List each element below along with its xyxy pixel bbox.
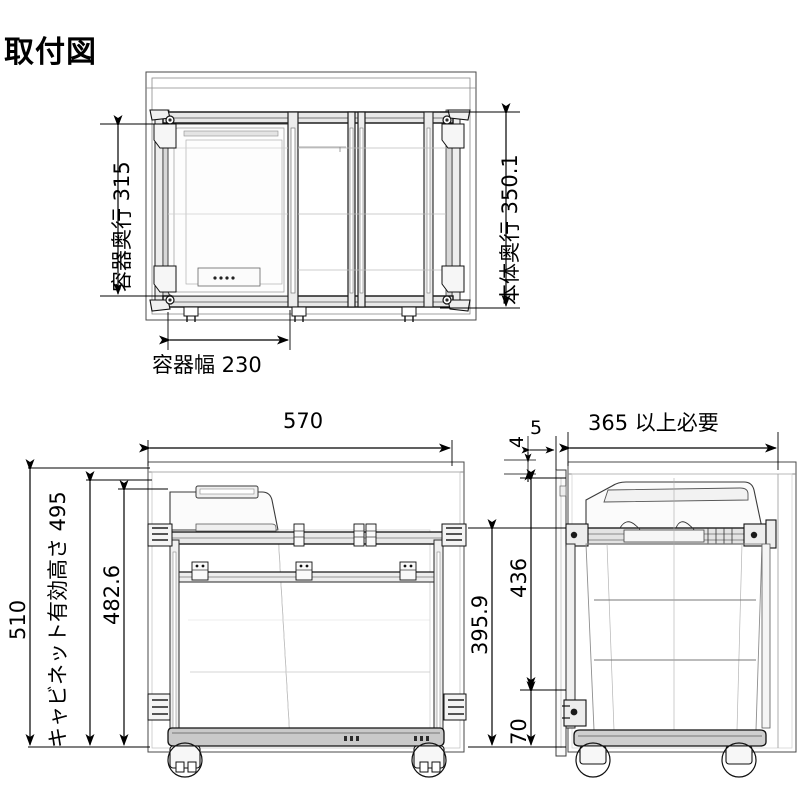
dim-unit-height-label: 482.6 xyxy=(100,564,124,625)
dim-container-width-label: 容器幅 230 xyxy=(152,353,262,377)
top-view-dimension-lines xyxy=(100,103,520,350)
dim-gap-4-label: 4 xyxy=(506,435,528,448)
dim-height-436-label: 436 xyxy=(507,557,531,598)
dim-cabinet-effective-height-label: キャビネット有効高さ 495 xyxy=(46,491,70,748)
dim-gap-5-label: 5 xyxy=(530,417,543,439)
page-title: 取付図 xyxy=(4,35,97,70)
dim-container-depth-label: 容器奥行 315 xyxy=(110,161,134,292)
front-view-dimension-lines xyxy=(25,440,453,748)
side-view-group xyxy=(555,461,797,778)
top-view-group xyxy=(145,71,477,322)
dim-total-height-label: 510 xyxy=(6,599,30,640)
dim-overall-width-label: 570 xyxy=(283,409,324,433)
front-view-group xyxy=(147,461,467,778)
dim-body-depth-label: 本体奥行 350.1 xyxy=(498,154,522,305)
side-view-dimension-lines xyxy=(468,432,779,748)
dim-height-395-9-label: 395.9 xyxy=(468,594,492,655)
dim-required-depth-label: 365 以上必要 xyxy=(588,411,719,435)
dim-caster-height-70-label: 70 xyxy=(507,718,531,745)
